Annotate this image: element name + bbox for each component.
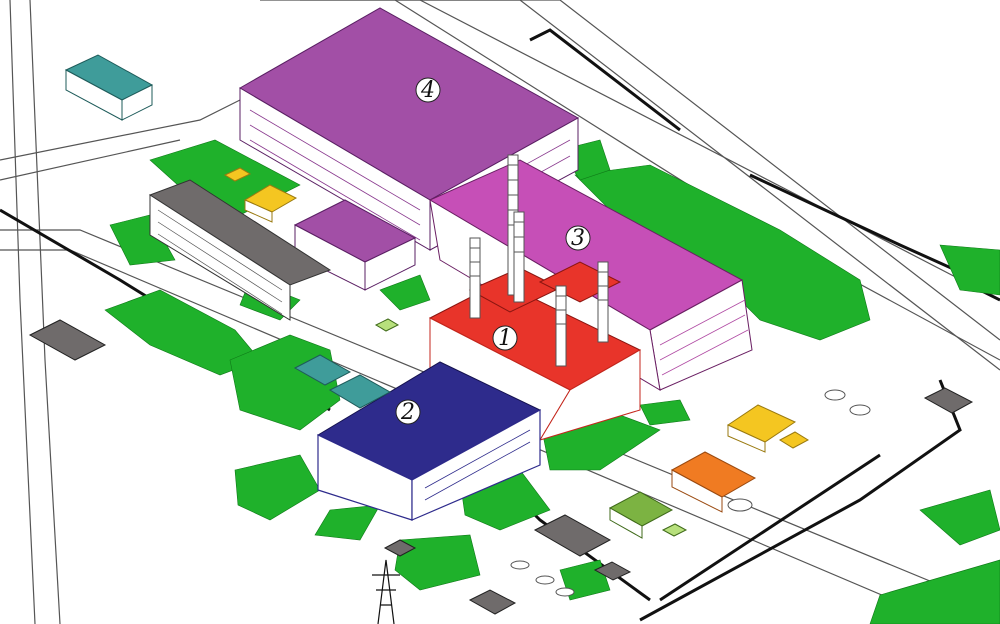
lawn	[379, 274, 431, 311]
chimney-stack	[469, 237, 481, 319]
lawn	[919, 489, 1000, 546]
label-4: 4	[420, 78, 435, 103]
chimney-stacks	[469, 154, 609, 367]
lawn	[109, 214, 176, 266]
grey-office-building	[148, 179, 332, 321]
label-2: 2	[400, 400, 415, 425]
teal-small-buildings	[293, 354, 392, 409]
chimney-stack	[555, 285, 567, 367]
lawn	[394, 534, 481, 591]
purple-annex-building	[293, 199, 417, 291]
transmission-tower	[372, 559, 400, 624]
small-green-boxes	[374, 318, 688, 537]
grey-shed	[28, 319, 107, 361]
orange-building	[670, 451, 757, 513]
label-3: 3	[571, 226, 585, 251]
storage-tanks	[510, 389, 871, 597]
blue-turbine-hall: 2	[316, 361, 542, 521]
teal-building	[64, 54, 154, 121]
chimney-stack	[597, 261, 609, 343]
lawn	[939, 244, 1000, 296]
lawn	[639, 399, 691, 426]
chimney-stack	[513, 211, 525, 303]
dark-grey-buildings	[383, 387, 974, 615]
yellow-buildings	[223, 167, 810, 453]
lawn	[234, 454, 321, 521]
lawn	[314, 504, 381, 541]
light-green-building	[608, 491, 674, 539]
label-1: 1	[498, 326, 512, 351]
lawn	[869, 559, 1000, 624]
